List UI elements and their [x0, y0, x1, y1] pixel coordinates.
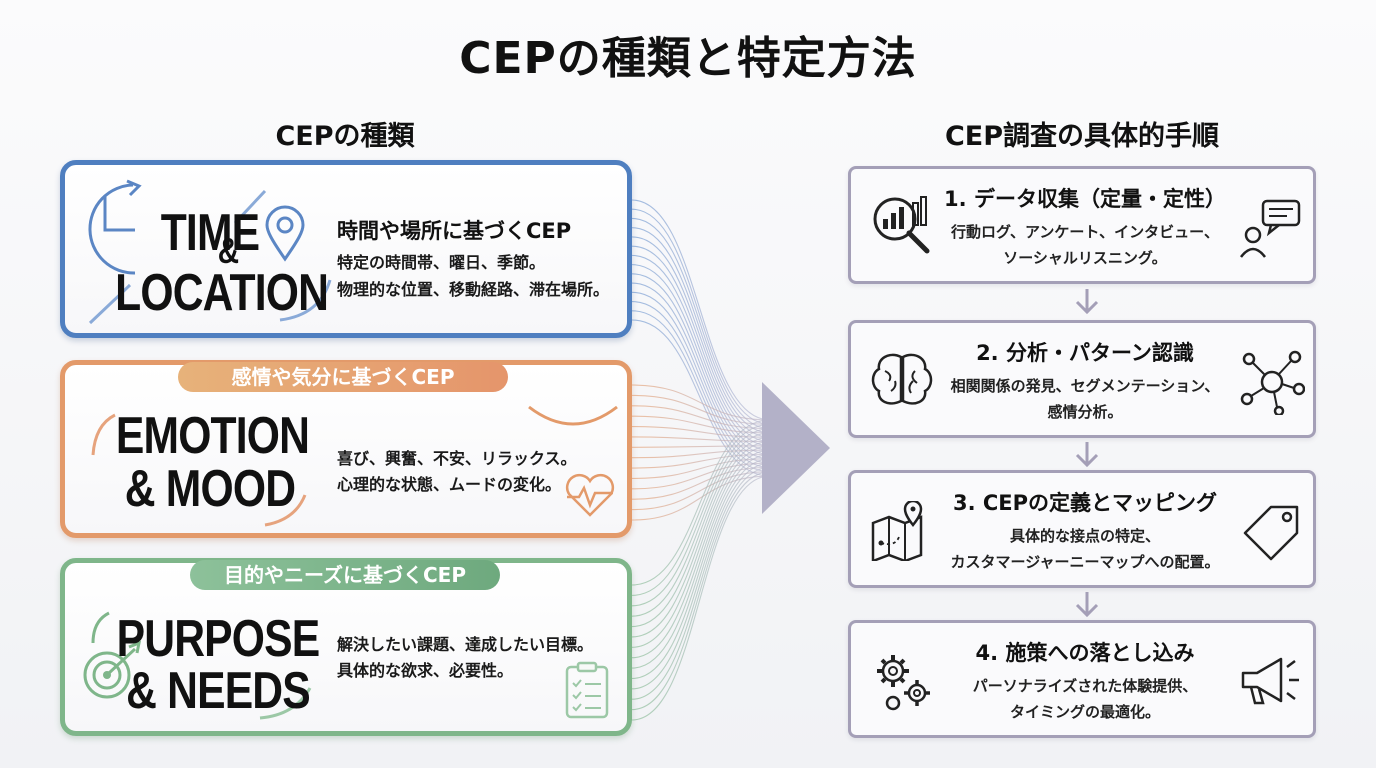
step-3: 3. CEPの定義とマッピング 具体的な接点の特定、 カスタマージャーニーマップ… — [848, 470, 1316, 588]
flow-line — [631, 217, 771, 430]
step-desc-line2: 感情分析。 — [1047, 403, 1123, 421]
card-label-line1: PURPOSE — [116, 610, 321, 668]
network-icon — [1240, 350, 1305, 415]
card-desc-title: 時間や場所に基づくCEP — [337, 219, 572, 243]
chart-magnifier-icon — [873, 196, 930, 254]
step-title: 1. データ収集（定量・定性） — [944, 187, 1226, 211]
gears-icon — [877, 655, 930, 711]
flow-line — [631, 445, 771, 648]
step-desc-line2: タイミングの最適化。 — [1009, 703, 1160, 721]
step-title: 2. 分析・パターン認識 — [976, 341, 1194, 365]
map-pin-icon — [871, 501, 923, 561]
step-2: 2. 分析・パターン認識 相関関係の発見、セグメンテーション、 感情分析。 — [848, 320, 1316, 438]
flow-line — [631, 423, 771, 596]
flow-line — [631, 453, 771, 669]
down-arrow-icon — [1075, 592, 1099, 618]
flow-line — [631, 264, 771, 451]
curve-decoration-icon — [259, 687, 312, 720]
big-arrow-icon — [762, 382, 830, 514]
flow-line — [631, 466, 771, 700]
flow-line — [631, 208, 771, 425]
flow-line — [631, 405, 771, 430]
card-time-location: TIME & LOCATION 時間や場所に基づくCEP 特定の時間帯、曜日、季… — [60, 160, 632, 338]
flow-line — [631, 462, 771, 490]
card-label-line1: EMOTION — [115, 407, 310, 465]
step-desc-line1: 相関関係の発見、セグメンテーション、 — [950, 377, 1220, 395]
flow-line — [631, 449, 771, 459]
flow-line — [631, 471, 771, 511]
flow-line — [631, 458, 771, 680]
step-title: 4. 施策への落とし込み — [975, 641, 1195, 665]
card-desc-line2: 具体的な欲求、必要性。 — [337, 661, 514, 680]
clock-icon — [88, 179, 267, 325]
location-pin-icon — [265, 205, 305, 262]
flow-line — [631, 425, 771, 438]
flow-line — [631, 445, 771, 448]
card-desc-line2: 心理的な状態、ムードの変化。 — [337, 475, 562, 494]
flow-line — [631, 428, 771, 607]
flow-line — [631, 475, 771, 521]
down-arrow-icon — [1075, 442, 1099, 468]
card-pill-purpose: 目的やニーズに基づくCEP — [190, 560, 500, 590]
right-heading: CEP調査の具体的手順 — [944, 121, 1220, 152]
flow-line — [631, 475, 771, 721]
flow-line — [631, 419, 771, 586]
clipboard-checklist-icon — [565, 661, 609, 719]
card-label-line2: & MOOD — [124, 460, 296, 518]
smile-icon — [528, 405, 618, 426]
flow-line — [631, 236, 771, 438]
left-heading: CEPの種類 — [275, 121, 415, 152]
step-desc-line2: ソーシャルリスニング。 — [1003, 249, 1167, 267]
step-title: 3. CEPの定義とマッピング — [952, 491, 1218, 515]
chat-person-icon — [1240, 199, 1301, 258]
brain-icon — [871, 353, 933, 405]
flow-line — [631, 432, 771, 617]
card-label-line2: & NEEDS — [126, 662, 311, 720]
flow-line — [631, 384, 771, 421]
arc-decoration-icon — [91, 413, 307, 527]
card-desc-line1: 解決したい課題、達成したい目標。 — [337, 635, 594, 654]
card-desc-line1: 喜び、興奮、不安、リラックス。 — [337, 449, 577, 468]
down-arrow-icon — [1075, 289, 1099, 315]
flow-line — [631, 471, 771, 711]
flow-line — [631, 199, 771, 421]
flow-line — [631, 449, 771, 659]
card-pill-emotion: 感情や気分に基づくCEP — [178, 362, 508, 392]
step-4: 4. 施策への落とし込み パーソナライズされた体験提供、 タイミングの最適化。 — [848, 620, 1316, 738]
flow-line — [631, 436, 771, 443]
flow-line — [631, 440, 771, 638]
flow-line — [631, 462, 771, 690]
step-desc-line2: カスタマージャーニーマップへの配置。 — [950, 553, 1220, 571]
card-label-line2: LOCATION — [115, 264, 329, 322]
flow-line — [631, 415, 771, 434]
flow-line — [631, 458, 771, 480]
card-label-line1: TIME — [160, 204, 260, 262]
step-desc-line1: パーソナライズされた体験提供、 — [972, 677, 1198, 695]
step-desc-line1: 具体的な接点の特定、 — [1009, 527, 1160, 545]
tag-icon — [1243, 505, 1299, 561]
step-1: 1. データ収集（定量・定性） 行動ログ、アンケート、インタビュー、 ソーシャル… — [848, 166, 1316, 284]
card-desc-line2: 物理的な位置、移動経路、滞在場所。 — [337, 280, 610, 299]
heart-pulse-icon — [565, 473, 615, 517]
curve-decoration-icon — [279, 279, 332, 322]
card-desc-line1: 特定の時間帯、曜日、季節。 — [337, 253, 546, 272]
flow-line — [631, 453, 771, 469]
target-icon — [83, 611, 142, 699]
flow-line — [631, 436, 771, 628]
step-desc-line1: 行動ログ、アンケート、インタビュー、 — [951, 223, 1219, 241]
page-title: CEPの種類と特定方法 — [459, 33, 917, 84]
flow-line — [631, 227, 771, 434]
flow-line — [631, 394, 771, 425]
card-label-amp: & — [217, 230, 239, 271]
flow-line — [631, 466, 771, 500]
megaphone-icon — [1241, 657, 1299, 705]
